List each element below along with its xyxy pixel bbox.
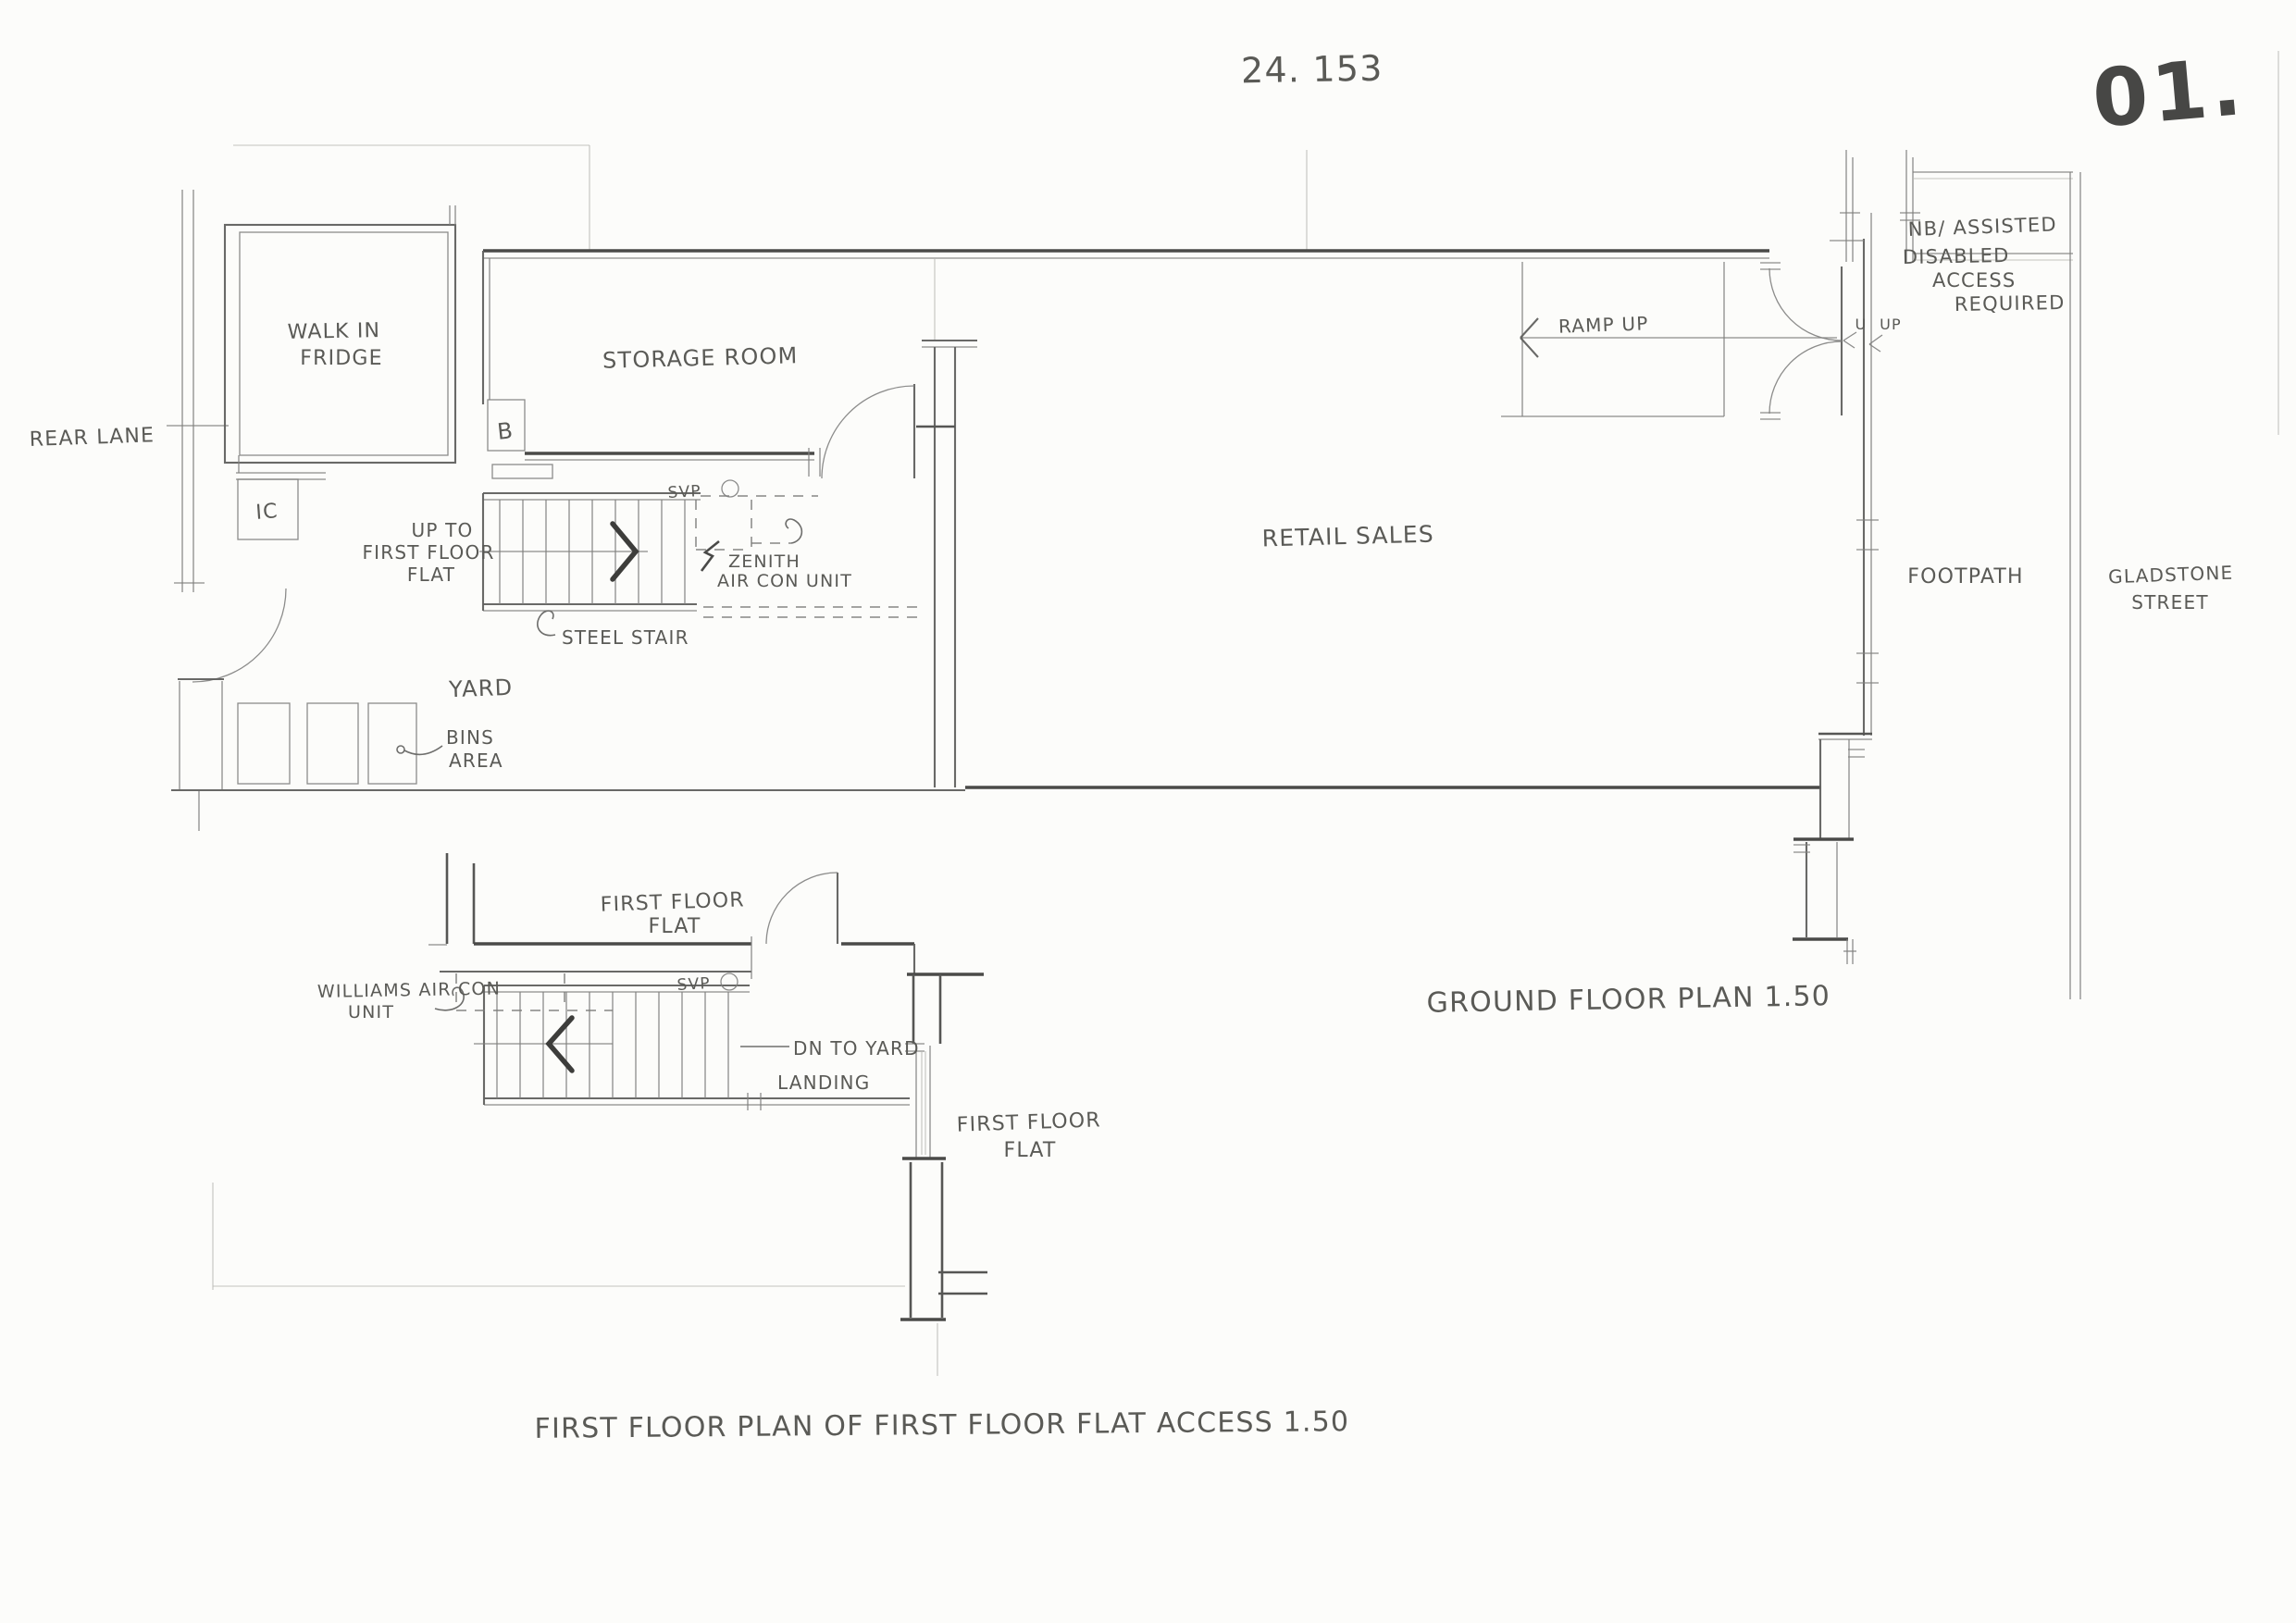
fridge-label-line1: WALK IN [287,319,380,344]
first-floor-stair: SVP [474,973,910,1110]
zenith-lightning-leader [700,539,720,572]
ic-chamber: IC [236,455,326,540]
flat-label-right-line2: FLAT [1004,1139,1057,1162]
bins-label-line1: BINS [446,726,494,749]
landing-door-swing-arc [765,872,838,945]
first-floor-title: FIRST FLOOR PLAN OF FIRST FLOOR FLAT ACC… [534,1406,1349,1445]
zenith-label-line2: AIR CON UNIT [717,571,852,591]
storage-room: B STORAGE ROOM [481,249,1769,479]
ground-floor-stair: UP TO FIRST FLOOR FLAT STEEL STAIR SVP [362,479,918,649]
ground-floor-title: GROUND FLOOR PLAN 1.50 [1426,980,1831,1020]
first-floor-plan: SVP WILLIAMS AIR CON UNIT FIRST FLOOR FL… [212,853,1349,1445]
nb-note-line1: NB/ ASSISTED [1907,213,2057,241]
svp-label-ground: SVP [667,482,701,502]
ramp-up-label: RAMP UP [1558,312,1649,337]
bin-1 [237,702,291,785]
window-bay-wall [212,1046,987,1376]
svp-pipe-first [720,973,738,991]
street-label-line2: STREET [2131,591,2209,613]
steel-stair-label: STEEL STAIR [562,626,689,649]
dn-label-line2: LANDING [777,1072,870,1094]
project-number: 24. 153 [1241,48,1384,92]
zenith-leader-curl [785,518,803,544]
entrance-lobby [1840,150,2073,262]
rear-bay-steps [1793,732,1872,964]
bins-label-line2: AREA [449,750,503,772]
ramp-direction-arrow [1520,317,1539,339]
flat-label-top-line2: FLAT [649,915,701,938]
up-to-label-line1: UP TO [411,519,473,541]
nb-note-line4: REQUIRED [1955,291,2066,316]
svp-pipe-ground [721,479,739,498]
up-label: UP [1880,316,1902,333]
zenith-aircon-unit: ZENITH AIR CON UNIT [695,500,852,591]
bin-3 [367,702,417,785]
nb-note-line2: DISABLED [1903,244,2010,268]
rear-lane-label: REAR LANE [29,424,155,452]
stair-up-arrow [610,521,639,582]
up-to-label-line2: FIRST FLOOR [362,541,494,564]
footpath-and-street: FOOTPATH GLADSTONE STREET [1907,172,2234,999]
flat-label-right-line1: FIRST FLOOR [956,1109,1101,1136]
ground-floor-plan: WALK IN FRIDGE IC B STORAGE ROOM [29,51,2279,1020]
yard-label: YARD [448,675,514,702]
u-label: U [1855,316,1868,333]
nb-note-line3: ACCESS [1932,269,2016,291]
storage-door-swing-arc [821,385,915,479]
landing-door [751,872,839,979]
yard-area: YARD BINS AREA [237,675,514,785]
bins-leader-arrow [403,745,443,756]
door-swing-arc-bottom [1769,341,1843,415]
yard-gate-swing-arc [192,588,287,683]
partition-wall [916,258,977,787]
flat-label-top-line1: FIRST FLOOR [600,888,745,916]
accessibility-note: NB/ ASSISTED DISABLED ACCESS REQUIRED [1903,213,2066,316]
williams-label-line1: WILLIAMS AIR CON [317,979,501,1002]
williams-aircon-unit: WILLIAMS AIR CON UNIT [317,973,613,1022]
walk-in-fridge-room: WALK IN FRIDGE [223,205,457,465]
svp-label-first: SVP [676,974,711,995]
entrance-double-doors: U UP [1760,262,1902,420]
entrance-ramp: RAMP UP [1501,262,1837,417]
dn-label-line1: DN TO YARD [793,1037,920,1059]
retail-sales-room: RETAIL SALES [965,213,1879,789]
street-label-line1: GLADSTONE [2108,562,2234,588]
bin-2 [306,702,359,785]
williams-label-line2: UNIT [348,1002,394,1022]
sheet-number: 01. [2089,41,2248,146]
rear-lane-boundary [167,190,965,831]
first-floor-walls [428,853,984,1052]
zenith-label-line1: ZENITH [728,551,800,572]
storage-room-label: STORAGE ROOM [602,342,799,374]
boiler-label: B [496,417,515,445]
retail-sales-label: RETAIL SALES [1261,521,1434,552]
fridge-label-line2: FRIDGE [300,347,383,370]
boiler-box [487,399,526,452]
steel-stair-leader [537,610,556,637]
up-to-label-line3: FLAT [407,564,455,586]
ic-label: IC [255,500,279,525]
construction-lines [233,51,2279,435]
footpath-label: FOOTPATH [1907,565,2024,588]
williams-leader-curl [434,986,465,1011]
door-swing-arc-top [1769,267,1843,341]
stair-down-arrow [545,1015,575,1073]
